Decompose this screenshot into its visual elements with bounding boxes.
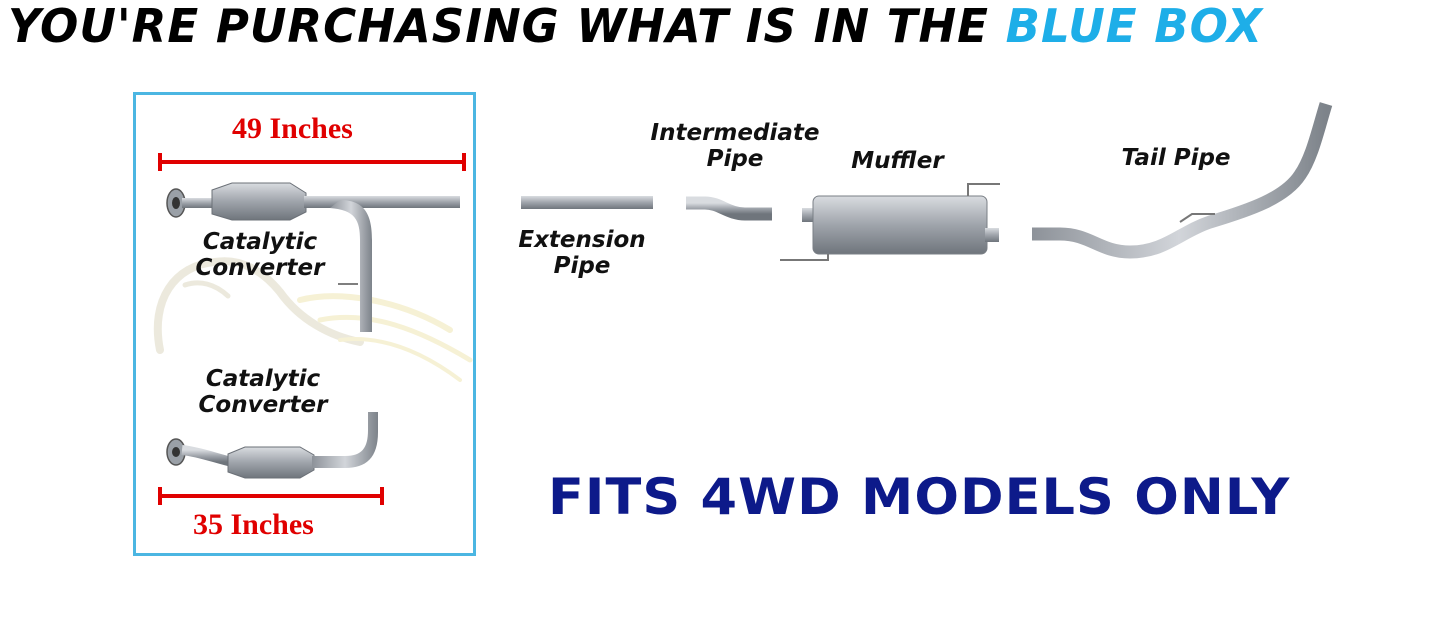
fits-4wd-note: FITS 4WD MODELS ONLY [548, 468, 1291, 526]
label-line: Extension [518, 227, 646, 253]
label-tail-pipe: Tail Pipe [1121, 145, 1231, 171]
measure-line-bottom [158, 487, 384, 505]
label-line: Converter [198, 392, 328, 419]
lower-catalytic-converter [166, 412, 378, 479]
label-line: Catalytic [202, 229, 318, 255]
upper-catalytic-converter [166, 182, 460, 332]
label-catalytic-converter-lower: Catalytic Converter [188, 366, 338, 419]
label-line: Pipe [706, 146, 764, 173]
label-line: Intermediate [650, 120, 820, 146]
label-catalytic-converter-upper: Catalytic Converter [185, 229, 335, 282]
measure-line-top [158, 153, 466, 171]
extension-pipe [521, 196, 653, 209]
tail-pipe [1032, 102, 1333, 259]
blue-box-frame [133, 92, 476, 556]
headline: YOU'RE PURCHASING WHAT IS IN THE BLUE BO… [8, 0, 1263, 52]
label-muffler: Muffler [851, 148, 944, 174]
label-line: Pipe [553, 253, 611, 280]
headline-highlight: BLUE BOX [1005, 0, 1263, 53]
label-line: Catalytic [205, 366, 321, 392]
muffler [780, 183, 1000, 261]
measurement-49-inches: 49 Inches [232, 112, 353, 145]
label-intermediate-pipe: Intermediate Pipe [640, 120, 830, 173]
label-extension-pipe: Extension Pipe [506, 227, 658, 280]
intermediate-pipe [686, 196, 772, 221]
headline-main: YOU'RE PURCHASING WHAT IS IN THE [8, 0, 989, 53]
measurement-35-inches: 35 Inches [193, 508, 314, 541]
label-line: Converter [195, 255, 325, 282]
